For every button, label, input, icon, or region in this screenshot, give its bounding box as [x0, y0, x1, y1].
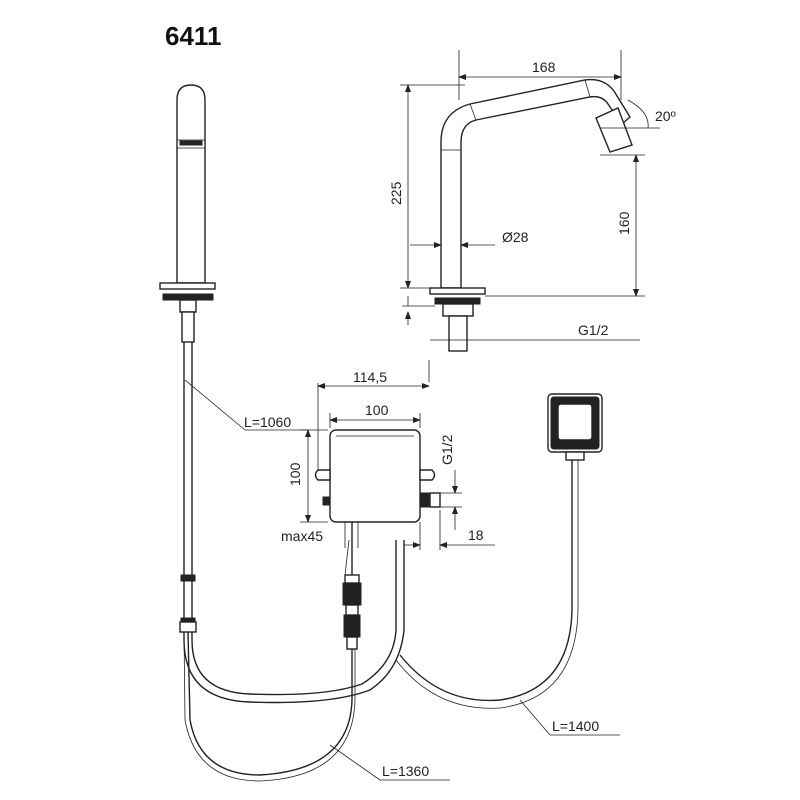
label-button-cable-length: L=1400 — [552, 718, 599, 734]
button-unit — [547, 393, 603, 461]
leader-button-cable — [519, 699, 551, 736]
label-sensor-length: L=1360 — [382, 763, 429, 779]
label-box-offset: 18 — [468, 527, 484, 543]
label-reach: 168 — [532, 59, 556, 75]
leader-sensor — [329, 744, 381, 781]
faucet-front-view — [159, 84, 216, 343]
dim-arc-angle — [627, 99, 649, 129]
control-box — [314, 429, 441, 523]
label-spout-height: 160 — [616, 211, 632, 235]
label-box-height: 100 — [287, 462, 303, 486]
label-thread-box: G1/2 — [439, 434, 455, 465]
drawing-title: 6411 — [165, 21, 221, 51]
label-hose-length: L=1060 — [244, 414, 291, 430]
leader-hose — [184, 379, 246, 431]
label-diameter: Ø28 — [502, 229, 529, 245]
label-box-width: 100 — [365, 402, 389, 418]
faucet-side-view — [429, 78, 633, 352]
label-height-total: 225 — [388, 181, 404, 205]
sensor-cable-1360 — [183, 522, 362, 782]
button-cable-1400 — [395, 460, 579, 709]
label-angle: 20º — [655, 108, 676, 124]
label-box-total-width: 114,5 — [353, 369, 387, 385]
hose-1060 — [179, 342, 405, 704]
label-max-depth: max45 — [281, 528, 323, 544]
label-thread-spout: G1/2 — [578, 322, 609, 338]
